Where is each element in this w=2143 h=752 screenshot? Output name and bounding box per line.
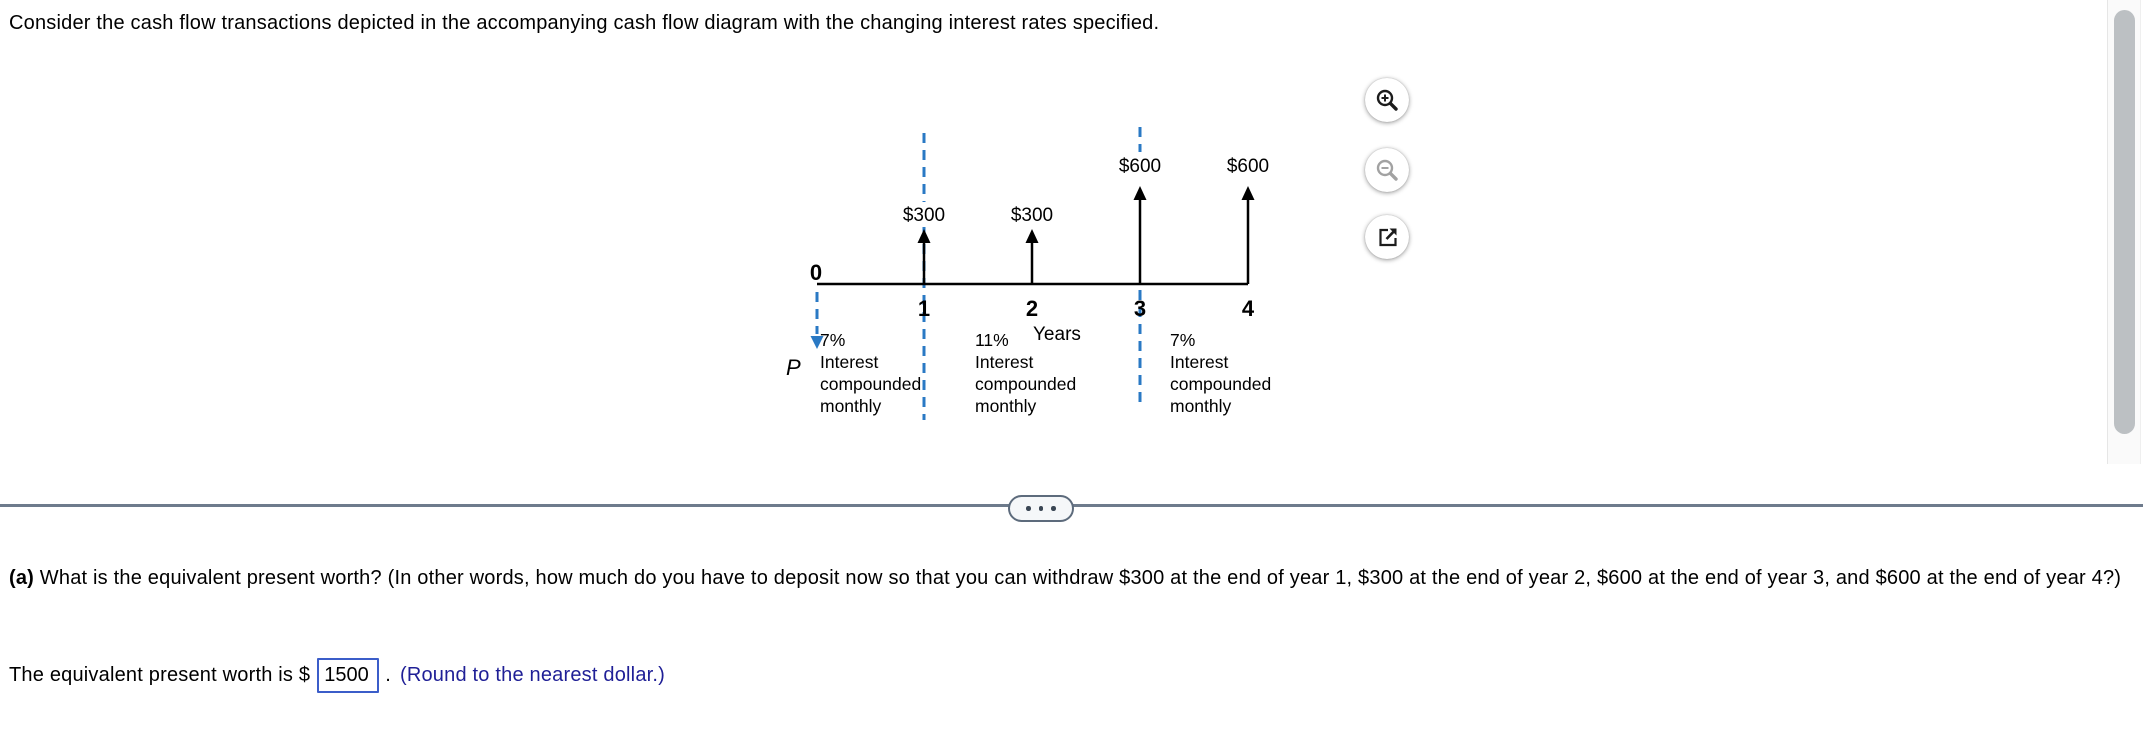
answer-rounding-hint: (Round to the nearest dollar.): [399, 663, 666, 686]
open-in-new-window-button[interactable]: [1365, 215, 1409, 259]
arrowhead-year2: [1025, 229, 1039, 243]
segment1-rate: 7%: [820, 330, 845, 350]
segment3-rate: 7%: [1170, 330, 1195, 350]
answer-row: The equivalent present worth is $ . (Rou…: [9, 657, 665, 693]
cash-flow-label-year1: $300: [903, 205, 945, 226]
cash-flow-arrow-shafts: [922, 198, 1250, 284]
cash-flow-label-year2: $300: [1011, 205, 1053, 226]
tick-label-0: 0: [810, 260, 822, 285]
dashed-guide-lines: [815, 127, 1142, 420]
present-worth-symbol: P: [786, 355, 801, 380]
tick-label-4: 4: [1242, 296, 1255, 321]
answer-prefix: The equivalent present worth is $: [9, 663, 311, 686]
scrollbar-track[interactable]: [2107, 0, 2141, 464]
zoom-out-button[interactable]: [1365, 148, 1409, 192]
segment1-line2: compounded: [820, 374, 921, 394]
segment2-line1: Interest: [975, 352, 1033, 372]
zoom-in-button[interactable]: [1365, 78, 1409, 122]
segment1-line1: Interest: [820, 352, 878, 372]
cash-flow-arrowheads: [917, 186, 1255, 243]
scrollbar-thumb[interactable]: [2114, 10, 2135, 434]
answer-period: .: [385, 663, 391, 686]
interest-segment-labels: 7% Interest compounded monthly 11% Inter…: [820, 330, 1271, 416]
present-worth-down-arrow-icon: [810, 336, 824, 349]
question-text: (a) What is the equivalent present worth…: [9, 562, 2135, 594]
tick-label-2: 2: [1026, 296, 1038, 321]
arrowhead-year3: [1133, 186, 1147, 200]
section-divider-toggle-button[interactable]: [1008, 495, 1074, 522]
question-body: What is the equivalent present worth? (I…: [34, 567, 2122, 589]
axis-label-years: Years: [1033, 324, 1081, 345]
magnifying-glass-plus-icon: [1376, 89, 1398, 111]
cash-flow-diagram: $300 $300 $600 $600 0 1 2 3 4 Years P 7%…: [770, 80, 1310, 430]
arrowhead-year1: [917, 229, 931, 243]
segment3-line1: Interest: [1170, 352, 1228, 372]
segment3-line3: monthly: [1170, 396, 1232, 416]
segment1-line3: monthly: [820, 396, 882, 416]
segment3-line2: compounded: [1170, 374, 1271, 394]
external-link-icon: [1379, 228, 1397, 247]
segment2-rate: 11%: [975, 330, 1009, 350]
segment2-line3: monthly: [975, 396, 1037, 416]
segment2-line2: compounded: [975, 374, 1076, 394]
cash-flow-label-year4: $600: [1227, 156, 1269, 177]
tick-label-3: 3: [1134, 296, 1146, 321]
ellipsis-icon: [1026, 506, 1056, 511]
cash-flow-label-year3: $600: [1119, 156, 1161, 177]
problem-statement: Consider the cash flow transactions depi…: [9, 12, 1160, 34]
magnifying-glass-minus-icon: [1376, 159, 1398, 181]
tick-label-1: 1: [918, 296, 930, 321]
present-worth-input[interactable]: [317, 657, 380, 693]
question-part-label: (a): [9, 567, 35, 589]
arrowhead-year4: [1241, 186, 1255, 200]
